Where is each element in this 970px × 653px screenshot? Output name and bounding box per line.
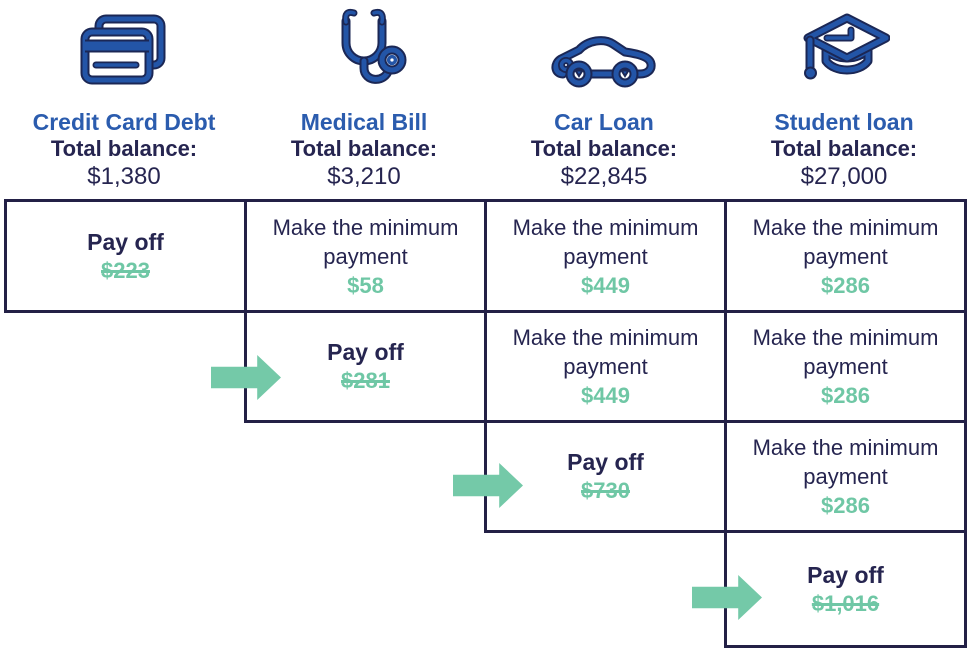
column-header-car-loan: Car Loan Total balance: $22,845 bbox=[484, 0, 724, 199]
step2-car-minimum-cell: Make the minimum payment $449 bbox=[484, 310, 727, 423]
step3-student-minimum-cell: Make the minimum payment $286 bbox=[724, 420, 967, 533]
step1-credit-card-payoff-cell: Pay off $223 bbox=[4, 199, 247, 313]
step4-student-payoff-cell: Pay off $1,016 bbox=[724, 530, 967, 648]
minimum-label: Make the minimum payment bbox=[752, 214, 939, 269]
payoff-amount: $1,016 bbox=[811, 590, 880, 616]
column-header-student-loan: Student loan Total balance: $27,000 bbox=[724, 0, 964, 199]
credit-card-icon bbox=[80, 14, 166, 85]
balance-amount: $22,845 bbox=[560, 163, 648, 190]
step2-student-minimum-cell: Make the minimum payment $286 bbox=[724, 310, 967, 423]
balance-amount: $3,210 bbox=[327, 163, 401, 190]
column-title: Car Loan bbox=[554, 109, 654, 135]
minimum-amount: $449 bbox=[581, 383, 630, 408]
payoff-amount: $281 bbox=[341, 368, 390, 393]
icon-box bbox=[724, 0, 964, 102]
minimum-label: Make the minimum payment bbox=[512, 325, 699, 379]
payoff-label: Pay off bbox=[87, 228, 164, 255]
column-title: Student loan bbox=[774, 109, 914, 135]
minimum-amount: $286 bbox=[821, 383, 870, 408]
minimum-label: Make the minimum payment bbox=[752, 435, 939, 489]
graduation-cap-icon bbox=[803, 13, 890, 80]
minimum-label: Make the minimum payment bbox=[752, 325, 939, 379]
step1-car-minimum-cell: Make the minimum payment $449 bbox=[484, 199, 727, 313]
step2-medical-payoff-cell: Pay off $281 bbox=[244, 310, 487, 423]
column-header-credit-card: Credit Card Debt Total balance: $1,380 bbox=[4, 0, 244, 199]
stethoscope-icon bbox=[341, 8, 407, 84]
payoff-label: Pay off bbox=[807, 561, 884, 588]
balance-label: Total balance: bbox=[530, 136, 678, 161]
payoff-amount: $730 bbox=[581, 478, 630, 503]
step1-medical-minimum-cell: Make the minimum payment $58 bbox=[244, 199, 487, 313]
icon-box bbox=[244, 0, 484, 102]
balance-label: Total balance: bbox=[50, 136, 198, 161]
car-icon bbox=[551, 36, 656, 88]
minimum-label: Make the minimum payment bbox=[512, 214, 699, 269]
step3-car-payoff-cell: Pay off $730 bbox=[484, 420, 727, 533]
balance-label: Total balance: bbox=[290, 136, 438, 161]
minimum-label: Make the minimum payment bbox=[272, 214, 459, 269]
icon-box bbox=[484, 0, 724, 102]
payoff-amount: $223 bbox=[101, 257, 150, 283]
balance-amount: $27,000 bbox=[800, 163, 888, 190]
icon-box bbox=[4, 0, 244, 102]
balance-label: Total balance: bbox=[770, 136, 918, 161]
column-title: Credit Card Debt bbox=[32, 109, 216, 135]
column-title: Medical Bill bbox=[300, 109, 428, 135]
step1-student-minimum-cell: Make the minimum payment $286 bbox=[724, 199, 967, 313]
minimum-amount: $449 bbox=[581, 272, 630, 298]
minimum-amount: $58 bbox=[347, 272, 384, 298]
minimum-amount: $286 bbox=[821, 272, 870, 298]
balance-amount: $1,380 bbox=[87, 163, 161, 190]
payoff-label: Pay off bbox=[327, 339, 404, 365]
column-header-medical-bill: Medical Bill Total balance: $3,210 bbox=[244, 0, 484, 199]
minimum-amount: $286 bbox=[821, 493, 870, 518]
payoff-label: Pay off bbox=[567, 449, 644, 475]
